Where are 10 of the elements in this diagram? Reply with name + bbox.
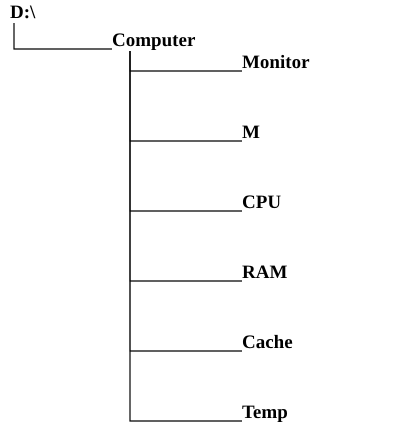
folder-label: D:\ — [10, 2, 36, 23]
folder-label: Monitor — [242, 52, 310, 73]
folder-label: Computer — [112, 30, 196, 51]
folder-label: RAM — [242, 262, 288, 283]
folder-label: M — [242, 122, 260, 143]
folder-label: Temp — [242, 402, 288, 423]
tree-connector — [13, 23, 112, 50]
tree-connector — [129, 51, 242, 422]
folder-label: CPU — [242, 192, 282, 213]
folder-label: Cache — [242, 332, 293, 353]
